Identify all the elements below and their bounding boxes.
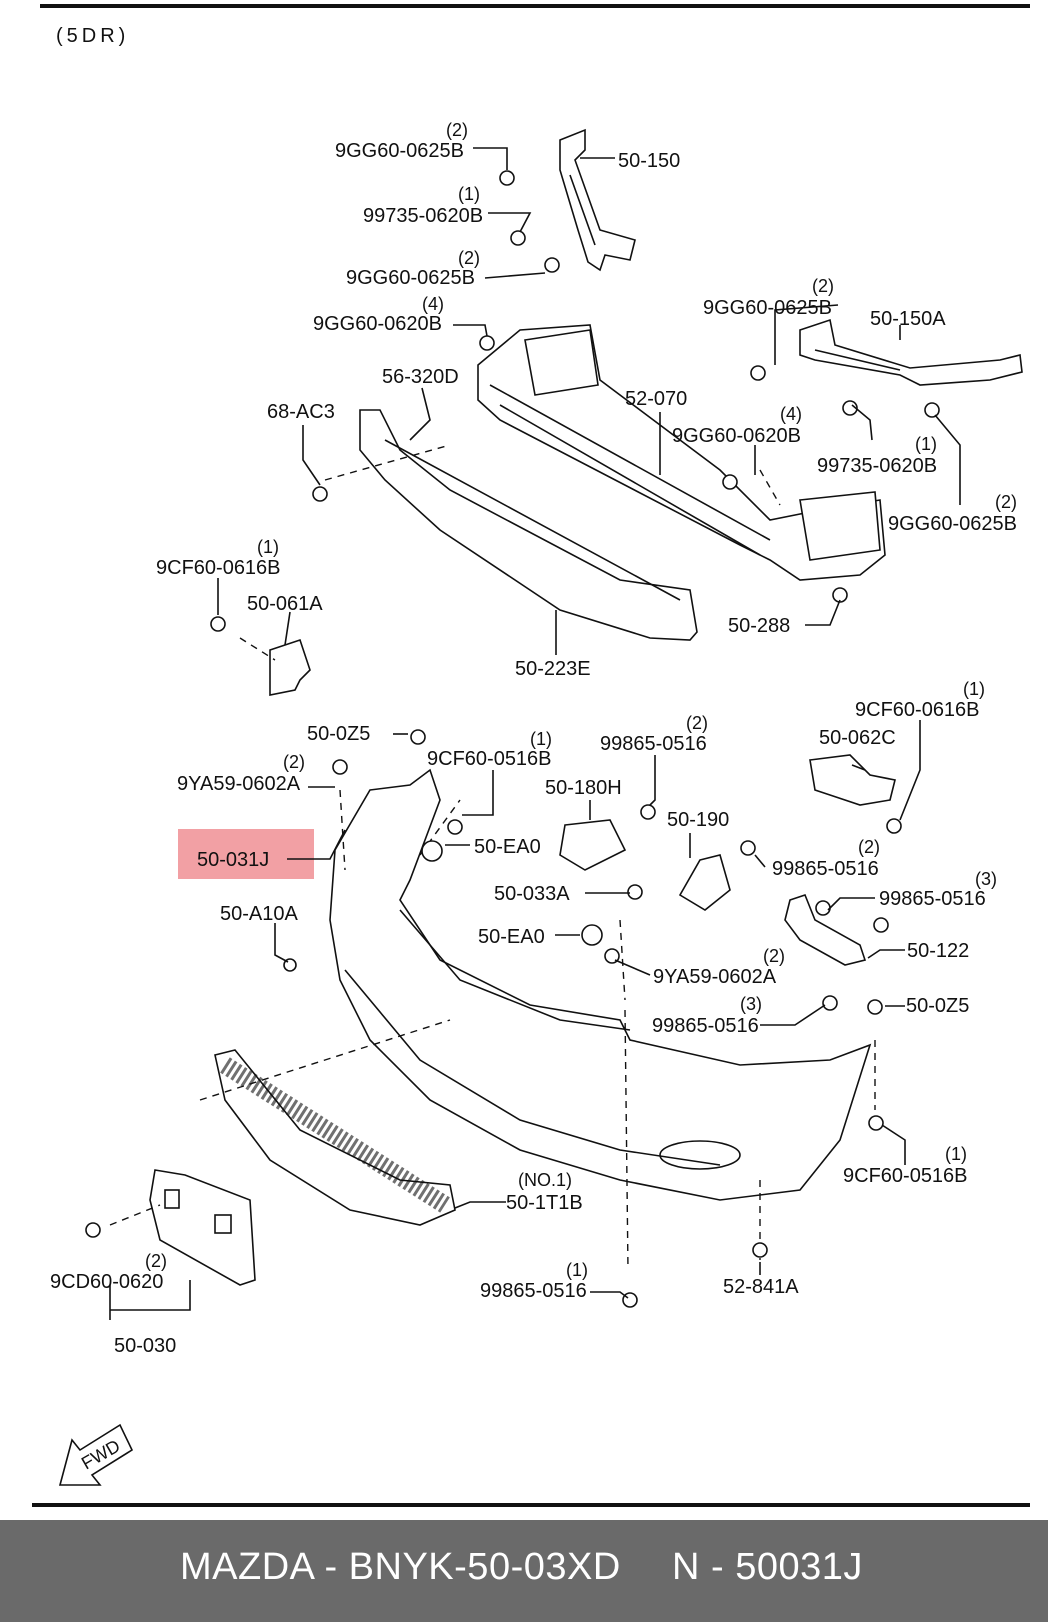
callout-part: 52-070	[625, 388, 687, 410]
part-50-122	[784, 894, 867, 966]
callout-part: 9CF60-0616B	[855, 699, 980, 721]
callout-qty: (2)	[145, 1251, 167, 1271]
callout-part: 68-AC3	[267, 401, 335, 423]
callout-qty: (3)	[975, 869, 997, 889]
callout-part: 50-A10A	[220, 903, 298, 925]
callout-part: 50-062C	[819, 727, 896, 749]
parts-diagram: (5DR)	[32, 4, 1030, 1507]
part-50-180H	[559, 819, 627, 871]
callout-part: 9GG60-0620B	[313, 313, 442, 335]
callout-part: 52-841A	[723, 1276, 799, 1298]
callout-qty: (4)	[422, 294, 444, 314]
callout-part: 99865-0516	[879, 888, 986, 910]
callout-part: 99735-0620B	[817, 455, 937, 477]
callout-qty: (1)	[458, 184, 480, 204]
callout-part: 99865-0516	[480, 1280, 587, 1302]
part-50-031J	[329, 768, 872, 1201]
part-50-1T1B	[214, 1049, 456, 1226]
callout-qty: (2)	[858, 837, 880, 857]
callout-part: 50-1T1B	[506, 1192, 583, 1214]
callout-part: 50-150A	[870, 308, 946, 330]
part-50-061A	[269, 638, 311, 696]
callout-part: 50-030	[114, 1335, 176, 1357]
callout-part: 99865-0516	[600, 733, 707, 755]
callout-part: 9GG60-0625B	[346, 267, 475, 289]
callout-qty: (1)	[915, 434, 937, 454]
callout-part: 9YA59-0602A	[177, 773, 301, 795]
callout-labels: (2) 9GG60-0625B 50-150 (1) 99735-0620B (…	[50, 120, 1017, 1357]
callout-part: 9GG60-0625B	[703, 297, 832, 319]
callout-qty: (3)	[740, 994, 762, 1014]
callout-part: 50-EA0	[478, 926, 545, 948]
callout-part: 9GG60-0625B	[335, 140, 464, 162]
part-50-223E	[359, 409, 698, 641]
callout-qty: (1)	[257, 537, 279, 557]
callout-part: 56-320D	[382, 366, 459, 388]
callout-qty: (2)	[446, 120, 468, 140]
header-code: (5DR)	[56, 25, 129, 47]
footer-bar: MAZDA - BNYK-50-03XD N - 50031J	[0, 1520, 1048, 1622]
footer-brand-code: MAZDA - BNYK-50-03XD	[180, 1546, 621, 1588]
callout-part: 50-033A	[494, 883, 570, 905]
callout-part: 9GG60-0625B	[888, 513, 1017, 535]
callout-part: 50-223E	[515, 658, 591, 680]
part-50-190	[678, 854, 731, 911]
callout-part: 9YA59-0602A	[653, 966, 777, 988]
callout-qty: (1)	[963, 679, 985, 699]
part-52-070	[477, 324, 886, 581]
callout-part: 50-031J	[197, 849, 269, 871]
callout-part: 99735-0620B	[363, 205, 483, 227]
fasteners	[85, 170, 940, 1308]
callout-part: 50-EA0	[474, 836, 541, 858]
callout-qty: (1)	[566, 1260, 588, 1280]
part-50-150	[559, 128, 636, 272]
callout-part: 9CF60-0516B	[427, 748, 552, 770]
leader-lines	[109, 147, 961, 1320]
part-50-030	[149, 1169, 256, 1286]
callout-qty: (2)	[763, 946, 785, 966]
part-50-150A	[799, 318, 1023, 386]
callout-part: 9CF60-0616B	[156, 557, 281, 579]
callout-qty: (2)	[686, 713, 708, 733]
callout-qty: (4)	[780, 404, 802, 424]
fwd-arrow-icon: FWD	[58, 1423, 134, 1486]
callout-part: 50-180H	[545, 777, 622, 799]
callout-part: 9GG60-0620B	[672, 425, 801, 447]
callout-qty: (2)	[995, 492, 1017, 512]
highlight-box	[178, 829, 314, 879]
callout-part: 50-288	[728, 615, 790, 637]
footer-part-number: N - 50031J	[672, 1546, 863, 1588]
callout-qty: (NO.1)	[518, 1170, 572, 1190]
callout-part: 9CD60-0620	[50, 1271, 163, 1293]
callout-qty: (2)	[283, 752, 305, 772]
callout-part: 50-190	[667, 809, 729, 831]
callout-qty: (1)	[530, 729, 552, 749]
callout-part: 99865-0516	[772, 858, 879, 880]
callout-part: 50-0Z5	[906, 995, 969, 1017]
callout-qty: (1)	[945, 1144, 967, 1164]
callout-qty: (2)	[458, 248, 480, 268]
callout-part: 50-0Z5	[307, 723, 370, 745]
callout-part: 50-150	[618, 150, 680, 172]
part-50-062C	[809, 754, 896, 806]
callout-part: 50-061A	[247, 593, 323, 615]
callout-part: 9CF60-0516B	[843, 1165, 968, 1187]
callout-qty: (2)	[812, 276, 834, 296]
callout-part: 99865-0516	[652, 1015, 759, 1037]
callout-part: 50-122	[907, 940, 969, 962]
